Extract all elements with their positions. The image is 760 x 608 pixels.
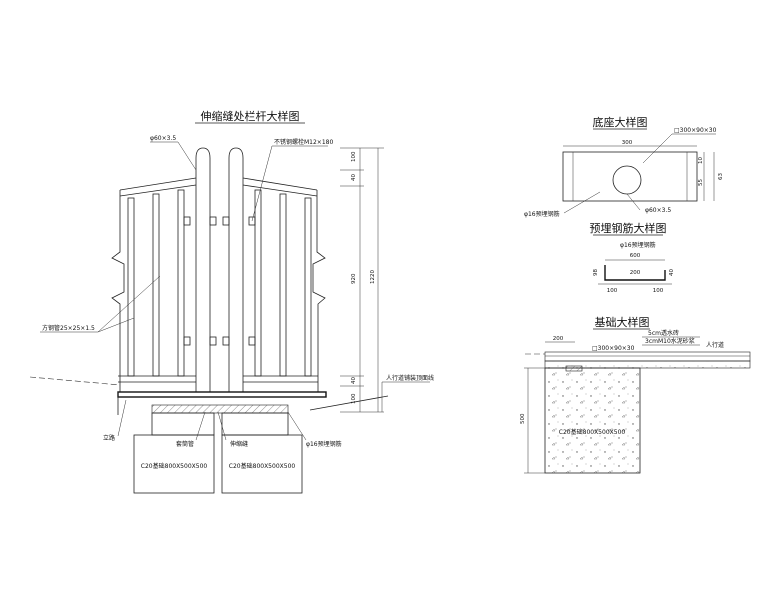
embed-detail-title: 预埋钢筋大样图 (590, 221, 667, 235)
bolt (222, 336, 230, 346)
base-dim-2: 55 (698, 179, 704, 186)
foundation-detail-title: 基础大样图 (595, 315, 650, 329)
embed-left-dim: 98 (593, 269, 599, 276)
foundation-left (133, 434, 215, 494)
concrete-block (544, 367, 641, 474)
paving-label: 5cm透水砖 (648, 329, 679, 337)
embed-right-dim: 40 (669, 269, 675, 276)
left-post (195, 147, 211, 392)
bolt (209, 336, 217, 346)
foundation-left-label: C20基础800X500X500 (141, 462, 208, 470)
base-width-text: 300 (622, 140, 633, 146)
bolt (248, 216, 256, 226)
embed-mid-dim: 200 (630, 270, 641, 276)
right-tube-1 (254, 189, 262, 377)
curb-leader (117, 399, 127, 437)
post-leader (177, 141, 197, 171)
ground-dash-left (29, 376, 121, 386)
embed-bl-dim: 100 (607, 288, 618, 294)
base-detail-title: 底座大样图 (593, 115, 648, 129)
base-pipe-leader (626, 193, 641, 211)
bolt-leader (251, 145, 273, 222)
left-top-rail-upper (119, 177, 197, 191)
bolt-label: 不锈钢螺栓M12×180 (274, 138, 333, 146)
base-plate (117, 391, 327, 398)
rebar-label: φ16预埋钢筋 (306, 440, 342, 448)
base-plate-label: □300×90×30 (674, 127, 717, 134)
concrete-label: C20基础800X500X500 (559, 428, 626, 436)
foundation-plate-label: □300×90×30 (592, 345, 635, 352)
embed-br-dim: 100 (653, 288, 664, 294)
tube-label: 方钢管25×25×1.5 (42, 324, 95, 332)
base-rebar-leader (563, 191, 601, 214)
foundation-right (221, 434, 303, 494)
joint-leader (217, 411, 227, 441)
dim-920: 920 (351, 273, 357, 284)
sidewalk-label-right: 人行道 (706, 341, 724, 349)
left-tube-3 (177, 189, 185, 377)
rebar-leader (287, 411, 307, 441)
joint-label: 伸缩缝 (230, 440, 248, 448)
foundation-detail: 基础大样图 5cm透水砖 3cmM10水泥砂浆 人行道 200 □300×90×… (520, 315, 751, 474)
foundation-side-dim-text: 500 (520, 413, 526, 424)
bolt (183, 336, 191, 346)
base-dim-3: 63 (718, 173, 724, 180)
foundation-right-top (221, 412, 289, 436)
left-top-rail-lower (119, 184, 197, 197)
sidewalk-label: 人行道铺装顶面线 (386, 374, 434, 382)
plate-leader (642, 133, 673, 164)
embed-detail: 预埋钢筋大样图 φ16预埋钢筋 600 200 98 40 100 100 (590, 221, 676, 294)
dim-100b: 100 (351, 393, 357, 404)
paving-layer (544, 351, 751, 362)
left-tube-1 (127, 197, 135, 377)
base-plate-body (562, 151, 698, 202)
mortar-label: 3cmM10水泥砂浆 (645, 337, 695, 345)
foundation-right-label: C20基础800X500X500 (229, 462, 296, 470)
right-tube-2 (279, 193, 287, 377)
curb-label: 立路 (103, 434, 115, 442)
embed-rebar-shape (604, 265, 666, 281)
post-label: φ60×3.5 (150, 135, 176, 142)
foundation-top-dim-text: 200 (553, 336, 564, 342)
dim-100: 100 (351, 151, 357, 162)
anchor-plate (151, 404, 289, 414)
left-break-line (111, 190, 125, 392)
base-rebar-label: φ16预埋钢筋 (524, 210, 560, 218)
right-post (228, 147, 244, 392)
sleeve-leader (195, 411, 206, 441)
embed-top-dim: 600 (630, 253, 641, 259)
base-detail: 底座大样图 300 □300×90×30 φ16预埋钢筋 φ60×3.5 10 … (524, 115, 724, 218)
bolt (209, 216, 217, 226)
expansion-joint-detail: 伸缩缝处栏杆大样图 (29, 109, 434, 494)
tube-leader-3 (97, 317, 135, 333)
right-top-rail-upper (242, 177, 318, 191)
sleeve-label: 套筒管 (176, 440, 194, 448)
mortar-layer (544, 360, 751, 369)
base-pipe-label: φ60×3.5 (645, 207, 671, 214)
dim-40: 40 (351, 174, 357, 181)
right-top-rail-lower (242, 184, 318, 197)
bolt (248, 336, 256, 346)
embed-rebar-label: φ16预埋钢筋 (620, 241, 656, 249)
right-tube-3 (304, 197, 312, 377)
dim-40b: 40 (351, 377, 357, 384)
foundation-left-top (151, 412, 215, 436)
pipe-circle (612, 165, 642, 195)
base-dim-1: 10 (698, 157, 704, 164)
left-tube-2 (152, 193, 160, 377)
dim-1220: 1220 (370, 270, 376, 284)
bolt (183, 216, 191, 226)
expansion-joint-title: 伸缩缝处栏杆大样图 (201, 109, 300, 123)
bolt (222, 216, 230, 226)
sidewalk-slope (309, 395, 389, 411)
right-break-line (312, 190, 326, 392)
tube-leader-2 (97, 275, 161, 333)
